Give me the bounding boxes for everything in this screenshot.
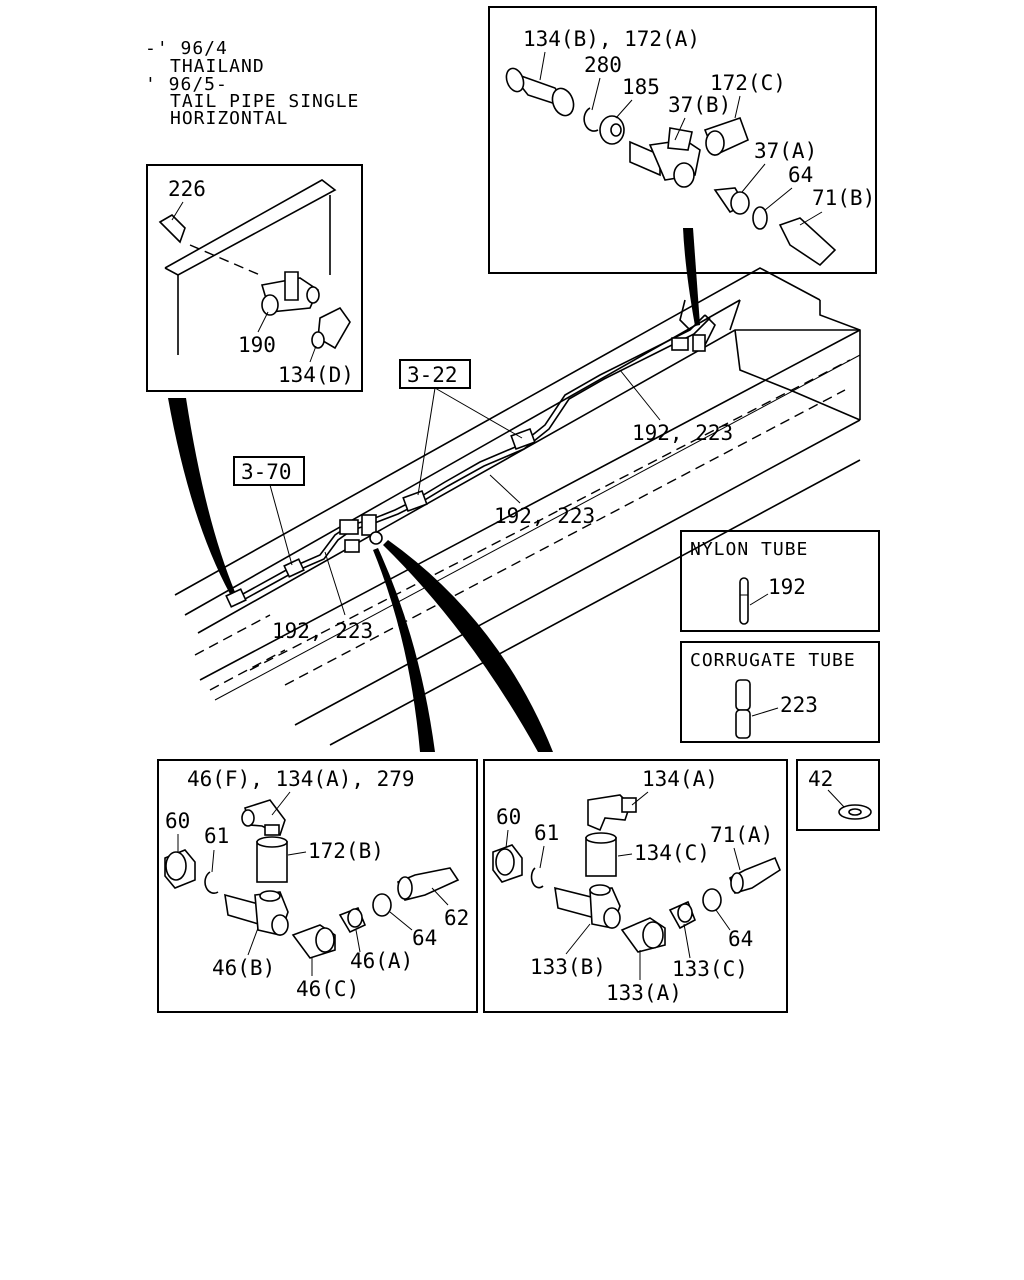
union-fitting-icon <box>224 890 289 936</box>
label-46c: 46(C) <box>296 977 359 1001</box>
detail-42: 42 <box>796 759 880 831</box>
label-190: 190 <box>238 333 276 357</box>
label-134c: 134(C) <box>634 841 710 865</box>
ref-3-22[interactable]: 3-22 <box>399 359 471 389</box>
elbow-fitting-icon <box>241 799 286 837</box>
label-46a: 46(A) <box>350 949 413 973</box>
notes-block: -' 96/4 THAILAND ' 96/5- TAIL PIPE SINGL… <box>145 38 359 129</box>
label-37b: 37(B) <box>668 93 731 117</box>
label-62: 62 <box>444 906 469 930</box>
union-fitting-icon <box>668 900 697 930</box>
label-133c: 133(C) <box>672 957 748 981</box>
note-line-3: ' 96/5- <box>145 74 228 95</box>
clip-icon <box>583 107 599 132</box>
label-37a: 37(A) <box>754 139 817 163</box>
legend-corrugate-part: 223 <box>780 693 818 717</box>
label-61: 61 <box>534 821 559 845</box>
nut-icon <box>599 115 625 145</box>
label-71b: 71(B) <box>812 186 875 210</box>
note-line-2: THAILAND <box>170 56 265 77</box>
sleeve-icon <box>256 836 288 883</box>
union-fitting-icon <box>629 127 701 188</box>
label-134a: 134(A) <box>642 767 718 791</box>
union-fitting-icon <box>260 271 320 316</box>
label-185: 185 <box>622 75 660 99</box>
note-line-5: HORIZONTAL <box>170 108 288 129</box>
label-tube-upper: 192, 223 <box>632 421 733 445</box>
union-fitting-icon <box>554 884 621 929</box>
label-64: 64 <box>412 926 437 950</box>
union-fitting-icon <box>338 906 367 934</box>
label-46f-134a-279: 46(F), 134(A), 279 <box>187 767 415 791</box>
label-60: 60 <box>496 805 521 829</box>
elbow-fitting-icon <box>311 306 351 350</box>
label-134d: 134(D) <box>278 363 354 387</box>
union-fitting-icon <box>713 187 750 215</box>
label-133b: 133(B) <box>530 955 606 979</box>
label-tube-lower: 192, 223 <box>272 619 373 643</box>
label-71a: 71(A) <box>710 823 773 847</box>
note-line-4: TAIL PIPE SINGLE <box>170 91 359 112</box>
label-64: 64 <box>788 163 813 187</box>
legend-nylon-part: 192 <box>768 575 806 599</box>
detail-bottom-right: 134(A) 60 61 134(C) 71(A) 64 133(C) 133(… <box>483 759 788 1013</box>
legend-nylon-title: NYLON TUBE <box>690 539 808 560</box>
detail-top-right: 134(B), 172(A) 280 185 172(C) 37(B) 37(A… <box>488 6 877 274</box>
washer-icon <box>372 893 392 917</box>
ref-3-70-label: 3-70 <box>241 460 292 484</box>
nut-icon <box>703 116 750 157</box>
detail-top-left: 226 190 134(D) <box>146 164 363 392</box>
elbow-fitting-icon <box>587 794 637 832</box>
clip-icon <box>204 871 219 894</box>
label-64: 64 <box>728 927 753 951</box>
label-172b: 172(B) <box>308 839 384 863</box>
label-61: 61 <box>204 824 229 848</box>
label-280: 280 <box>584 53 622 77</box>
hose-end-icon <box>778 217 837 267</box>
legend-corrugate-title: CORRUGATE TUBE <box>690 650 856 671</box>
frame-rail-icon <box>174 267 861 746</box>
detail-bottom-left: 46(F), 134(A), 279 60 61 172(B) 62 64 46… <box>157 759 478 1013</box>
label-tube-middle: 192, 223 <box>494 504 595 528</box>
corrugate-tube-icon <box>735 679 751 739</box>
union-fitting-icon <box>620 917 666 953</box>
sleeve-icon <box>585 832 617 877</box>
note-line-1: -' 96/4 <box>145 38 228 59</box>
label-60: 60 <box>165 809 190 833</box>
label-226: 226 <box>168 177 206 201</box>
sleeve-icon <box>505 67 575 117</box>
washer-icon <box>838 804 872 820</box>
washer-icon <box>702 888 722 912</box>
label-42: 42 <box>808 767 833 791</box>
nut-icon <box>492 844 523 883</box>
label-133a: 133(A) <box>606 981 682 1005</box>
hose-end-icon <box>729 856 781 894</box>
legend-nylon-tube: NYLON TUBE 192 <box>680 530 880 632</box>
clip-icon <box>530 867 544 889</box>
nylon-tube-icon <box>739 577 749 625</box>
label-46b: 46(B) <box>212 956 275 980</box>
label-172c: 172(C) <box>710 71 786 95</box>
washer-icon <box>752 206 768 230</box>
label-134b-172a: 134(B), 172(A) <box>523 27 700 51</box>
legend-corrugate-tube: CORRUGATE TUBE 223 <box>680 641 880 743</box>
hose-end-icon <box>396 867 460 901</box>
union-fitting-icon <box>291 924 336 959</box>
bolt-icon <box>158 213 186 244</box>
ref-3-22-label: 3-22 <box>407 363 458 387</box>
callout-wedges <box>168 228 700 752</box>
nut-icon <box>164 849 196 889</box>
ref-3-70[interactable]: 3-70 <box>233 456 305 486</box>
